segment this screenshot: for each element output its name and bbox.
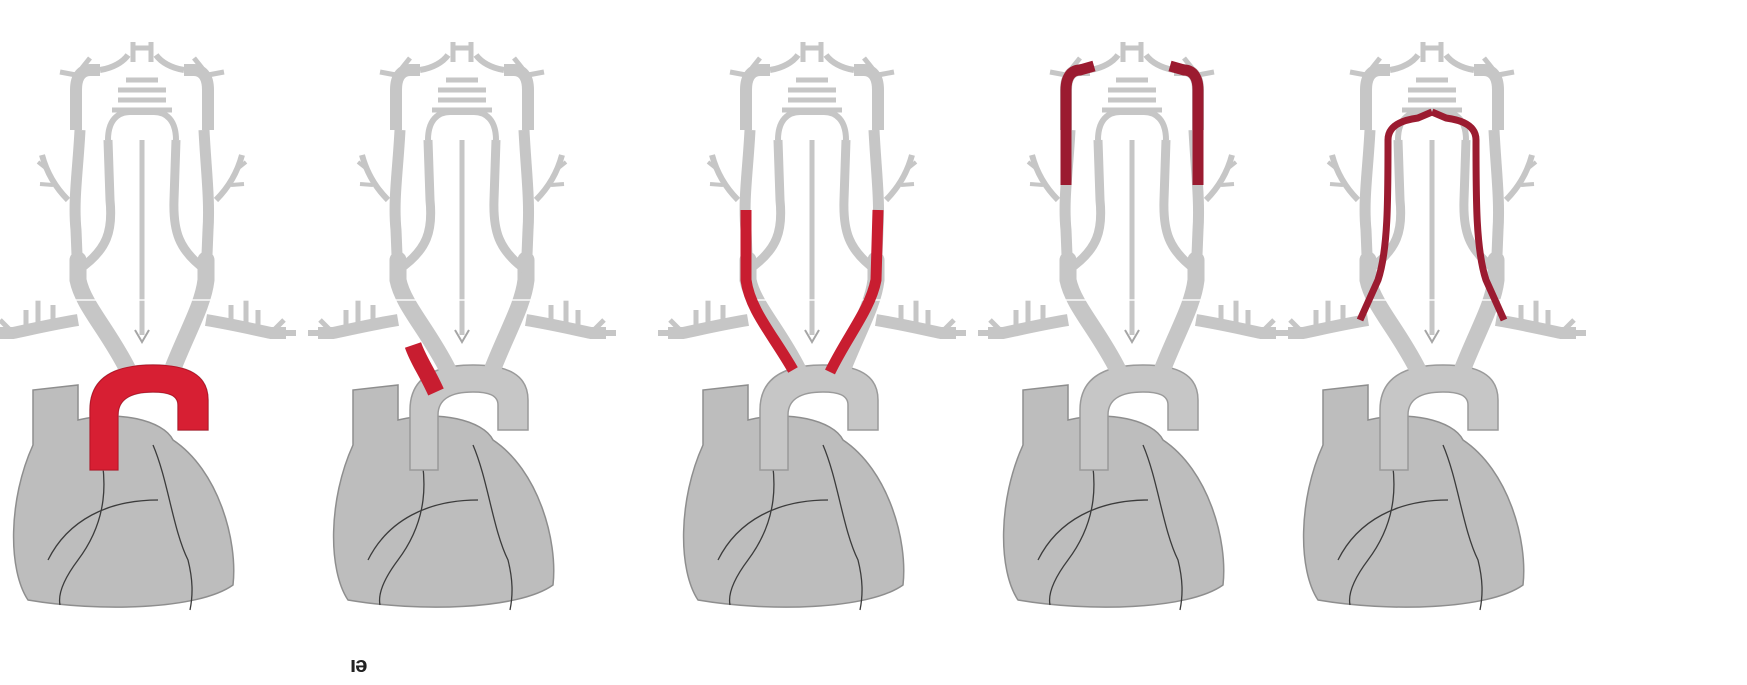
highlight-distal-ica-right (1170, 66, 1198, 185)
panel-5 (1278, 42, 1588, 610)
vascular-tree-2 (308, 42, 618, 610)
vascular-tree-4 (978, 42, 1288, 610)
panel-3 (658, 42, 968, 610)
panel-1 (0, 42, 298, 610)
vascular-tree-5 (1278, 42, 1588, 610)
vascular-tree-1 (0, 42, 298, 610)
panel-4 (978, 42, 1288, 610)
highlight-distal-ica-left (1066, 66, 1094, 185)
panel-2 (308, 42, 618, 610)
stray-mark: ıə (350, 652, 366, 678)
vascular-tree-3 (658, 42, 968, 610)
